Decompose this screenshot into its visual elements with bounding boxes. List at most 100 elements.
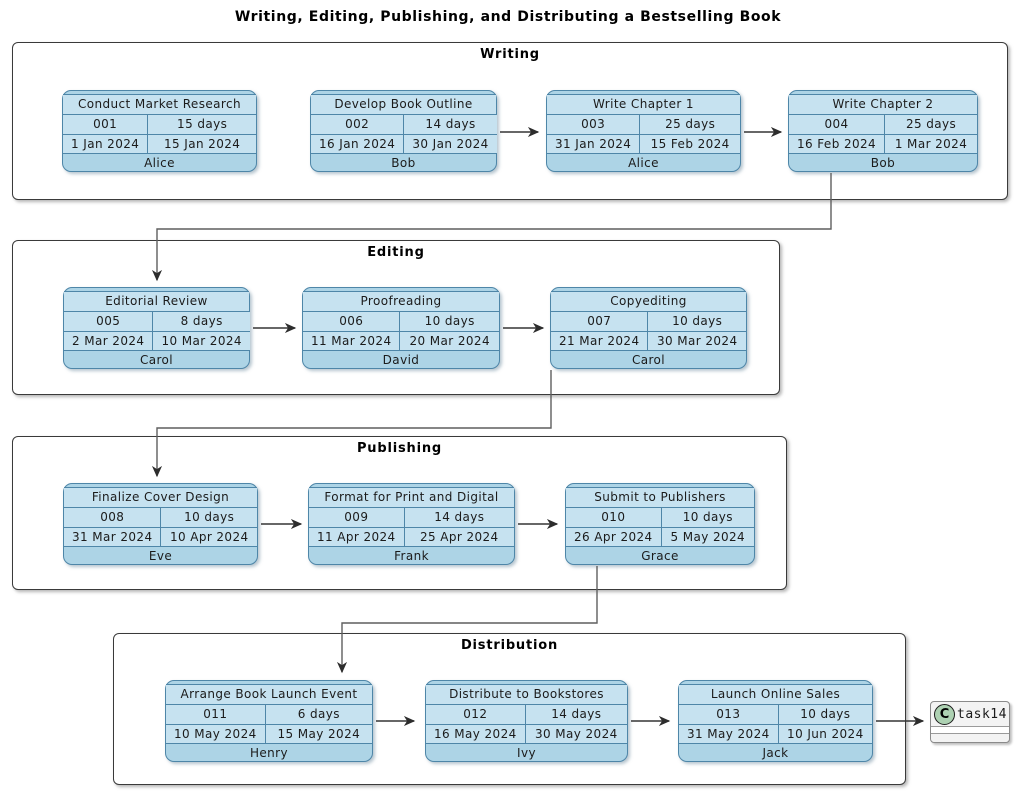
task-assignee: Grace [641,548,679,563]
task-card-write-chapter-2: Write Chapter 2 004 25 days 16 Feb 2024 … [788,90,978,172]
task-start-date: 16 May 2024 [426,724,525,744]
end-node-label: task14 [957,706,1007,722]
task-duration: 15 days [147,114,256,134]
task-card-editorial-review: Editorial Review 005 8 days 2 Mar 2024 1… [63,287,250,369]
task-duration: 10 days [777,704,872,724]
task-assignee: Carol [631,352,666,367]
task-name: Distribute to Bookstores [426,684,627,704]
task-card-proofreading: Proofreading 006 10 days 11 Mar 2024 20 … [302,287,500,369]
class-attributes-compartment [931,726,1009,733]
task-name: Finalize Cover Design [64,487,257,507]
task-duration: 10 days [660,507,754,527]
task-end-date: 30 Jan 2024 [403,134,497,154]
task-assignee: Carol [139,352,174,367]
task-end-date: 5 May 2024 [660,527,754,547]
task-id: 008 [64,507,161,527]
task-id: 002 [311,114,404,134]
task-id: 006 [303,311,400,331]
task-duration: 8 days [152,311,250,331]
task-duration: 14 days [524,704,627,724]
task-card-develop-book-outline: Develop Book Outline 002 14 days 16 Jan … [310,90,497,172]
section-label-writing: Writing [480,47,540,62]
task-name: Copyediting [551,291,746,311]
task-assignee: Eve [148,548,173,563]
task-id: 010 [566,507,661,527]
task-name: Conduct Market Research [63,94,256,114]
task-start-date: 26 Apr 2024 [566,527,661,547]
task-id: 012 [426,704,525,724]
task-end-date: 1 Mar 2024 [884,134,977,154]
class-methods-compartment [931,733,1009,742]
task-start-date: 16 Feb 2024 [789,134,885,154]
task-assignee: Alice [628,155,659,170]
task-end-date: 10 Apr 2024 [160,527,257,547]
task-name: Develop Book Outline [311,94,496,114]
task-name: Proofreading [303,291,499,311]
task-duration: 25 days [884,114,977,134]
task-assignee: Frank [394,548,429,563]
task-start-date: 10 May 2024 [166,724,265,744]
task-id: 001 [63,114,148,134]
task-end-date: 10 Mar 2024 [152,331,250,351]
diagram-title: Writing, Editing, Publishing, and Distri… [234,9,782,25]
task-assignee: Jack [762,745,789,760]
task-name: Write Chapter 1 [547,94,740,114]
task-name: Format for Print and Digital [309,487,514,507]
task-name: Launch Online Sales [679,684,872,704]
task-id: 011 [166,704,265,724]
task-end-date: 30 May 2024 [524,724,627,744]
task-card-copyediting: Copyediting 007 10 days 21 Mar 2024 30 M… [550,287,747,369]
task-end-date: 30 Mar 2024 [647,331,746,351]
task-start-date: 31 May 2024 [679,724,778,744]
section-label-editing: Editing [367,245,425,260]
task-end-date: 25 Apr 2024 [403,527,514,547]
end-node-header: C task14 [931,702,1009,726]
task-end-date: 20 Mar 2024 [399,331,499,351]
task-start-date: 2 Mar 2024 [64,331,153,351]
task-assignee: David [382,352,420,367]
section-label-publishing: Publishing [356,441,442,456]
task-duration: 25 days [639,114,740,134]
task-duration: 6 days [264,704,372,724]
task-card-finalize-cover-design: Finalize Cover Design 008 10 days 31 Mar… [63,483,258,565]
task-start-date: 31 Jan 2024 [547,134,640,154]
task-assignee: Alice [144,155,175,170]
task-card-launch-online-sales: Launch Online Sales 013 10 days 31 May 2… [678,680,873,762]
task-start-date: 16 Jan 2024 [311,134,404,154]
task-id: 009 [309,507,404,527]
task-id: 007 [551,311,648,331]
task-assignee: Henry [249,745,289,760]
task-start-date: 21 Mar 2024 [551,331,648,351]
task-name: Submit to Publishers [566,487,754,507]
task-id: 004 [789,114,885,134]
task-start-date: 1 Jan 2024 [63,134,148,154]
task-assignee: Bob [391,155,416,170]
task-card-submit-to-publishers: Submit to Publishers 010 10 days 26 Apr … [565,483,755,565]
task-assignee: Ivy [517,745,536,760]
task-start-date: 11 Mar 2024 [303,331,400,351]
task-name: Arrange Book Launch Event [166,684,372,704]
task-duration: 14 days [403,114,497,134]
task-id: 005 [64,311,153,331]
task-card-format-for-print-and-digital: Format for Print and Digital 009 14 days… [308,483,515,565]
task-end-date: 15 Feb 2024 [639,134,740,154]
task-name: Write Chapter 2 [789,94,977,114]
task-name: Editorial Review [64,291,249,311]
task-assignee: Bob [870,155,896,170]
task-card-distribute-to-bookstores: Distribute to Bookstores 012 14 days 16 … [425,680,628,762]
task-end-date: 10 Jun 2024 [777,724,872,744]
task-duration: 10 days [399,311,499,331]
task-end-date: 15 Jan 2024 [147,134,256,154]
task-end-date: 15 May 2024 [264,724,372,744]
task-duration: 10 days [647,311,746,331]
task-start-date: 11 Apr 2024 [309,527,404,547]
task-id: 003 [547,114,640,134]
section-label-distribution: Distribution [460,638,559,653]
task-duration: 14 days [403,507,514,527]
task-start-date: 31 Mar 2024 [64,527,161,547]
task-card-write-chapter-1: Write Chapter 1 003 25 days 31 Jan 2024 … [546,90,741,172]
task-card-conduct-market-research: Conduct Market Research 001 15 days 1 Ja… [62,90,257,172]
end-node-task14: C task14 [930,701,1010,743]
task-id: 013 [679,704,778,724]
